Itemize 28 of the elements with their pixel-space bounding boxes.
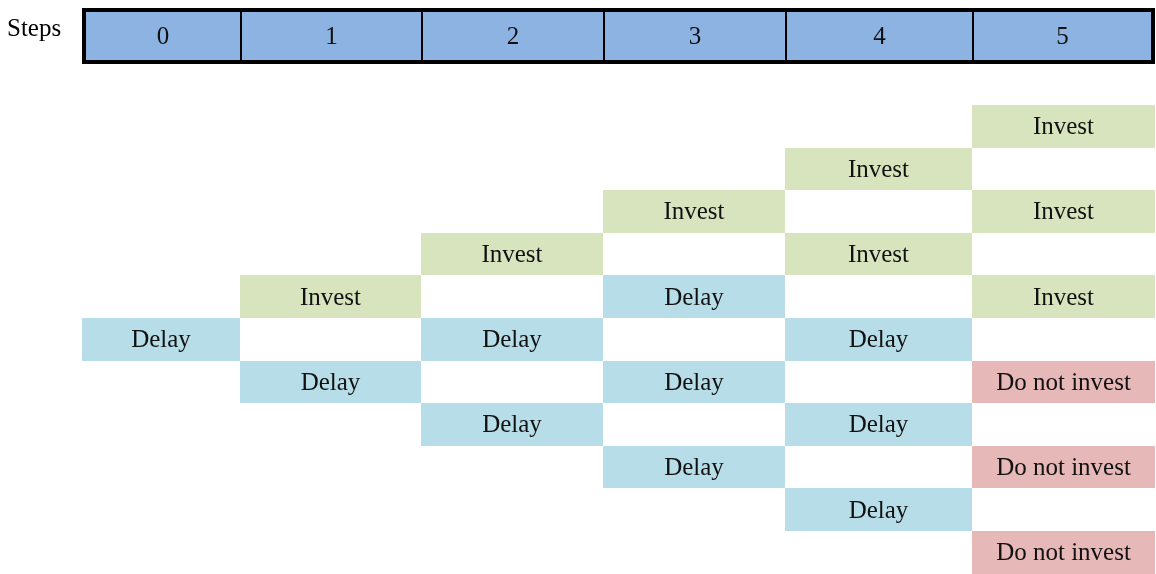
delay-cell: Delay <box>421 318 603 361</box>
delay-cell: Delay <box>603 445 785 489</box>
step-header-cell: 1 <box>240 8 421 64</box>
delay-cell: Delay <box>603 360 785 404</box>
invest-cell: Invest <box>972 105 1155 148</box>
invest-cell: Invest <box>972 190 1155 233</box>
step-header-cell: 5 <box>972 8 1155 64</box>
delay-cell: Delay <box>82 318 240 361</box>
step-header-cell: 3 <box>603 8 785 64</box>
invest-cell: Invest <box>240 275 421 318</box>
invest-cell: Invest <box>785 147 972 191</box>
delay-cell: Delay <box>785 318 972 361</box>
step-header-cell: 4 <box>785 8 972 64</box>
do-not-invest-cell: Do not invest <box>972 360 1155 404</box>
invest-cell: Invest <box>421 232 603 276</box>
do-not-invest-cell: Do not invest <box>972 531 1155 574</box>
step-header-cell: 0 <box>82 8 240 64</box>
delay-cell: Delay <box>421 403 603 446</box>
invest-cell: Invest <box>603 190 785 233</box>
delay-cell: Delay <box>785 488 972 531</box>
delay-cell: Delay <box>240 360 421 404</box>
invest-cell: Invest <box>972 275 1155 318</box>
row-heading: Steps <box>7 14 62 42</box>
delay-cell: Delay <box>785 403 972 446</box>
do-not-invest-cell: Do not invest <box>972 445 1155 489</box>
step-header-cell: 2 <box>421 8 603 64</box>
delay-cell: Delay <box>603 275 785 318</box>
invest-cell: Invest <box>785 232 972 276</box>
